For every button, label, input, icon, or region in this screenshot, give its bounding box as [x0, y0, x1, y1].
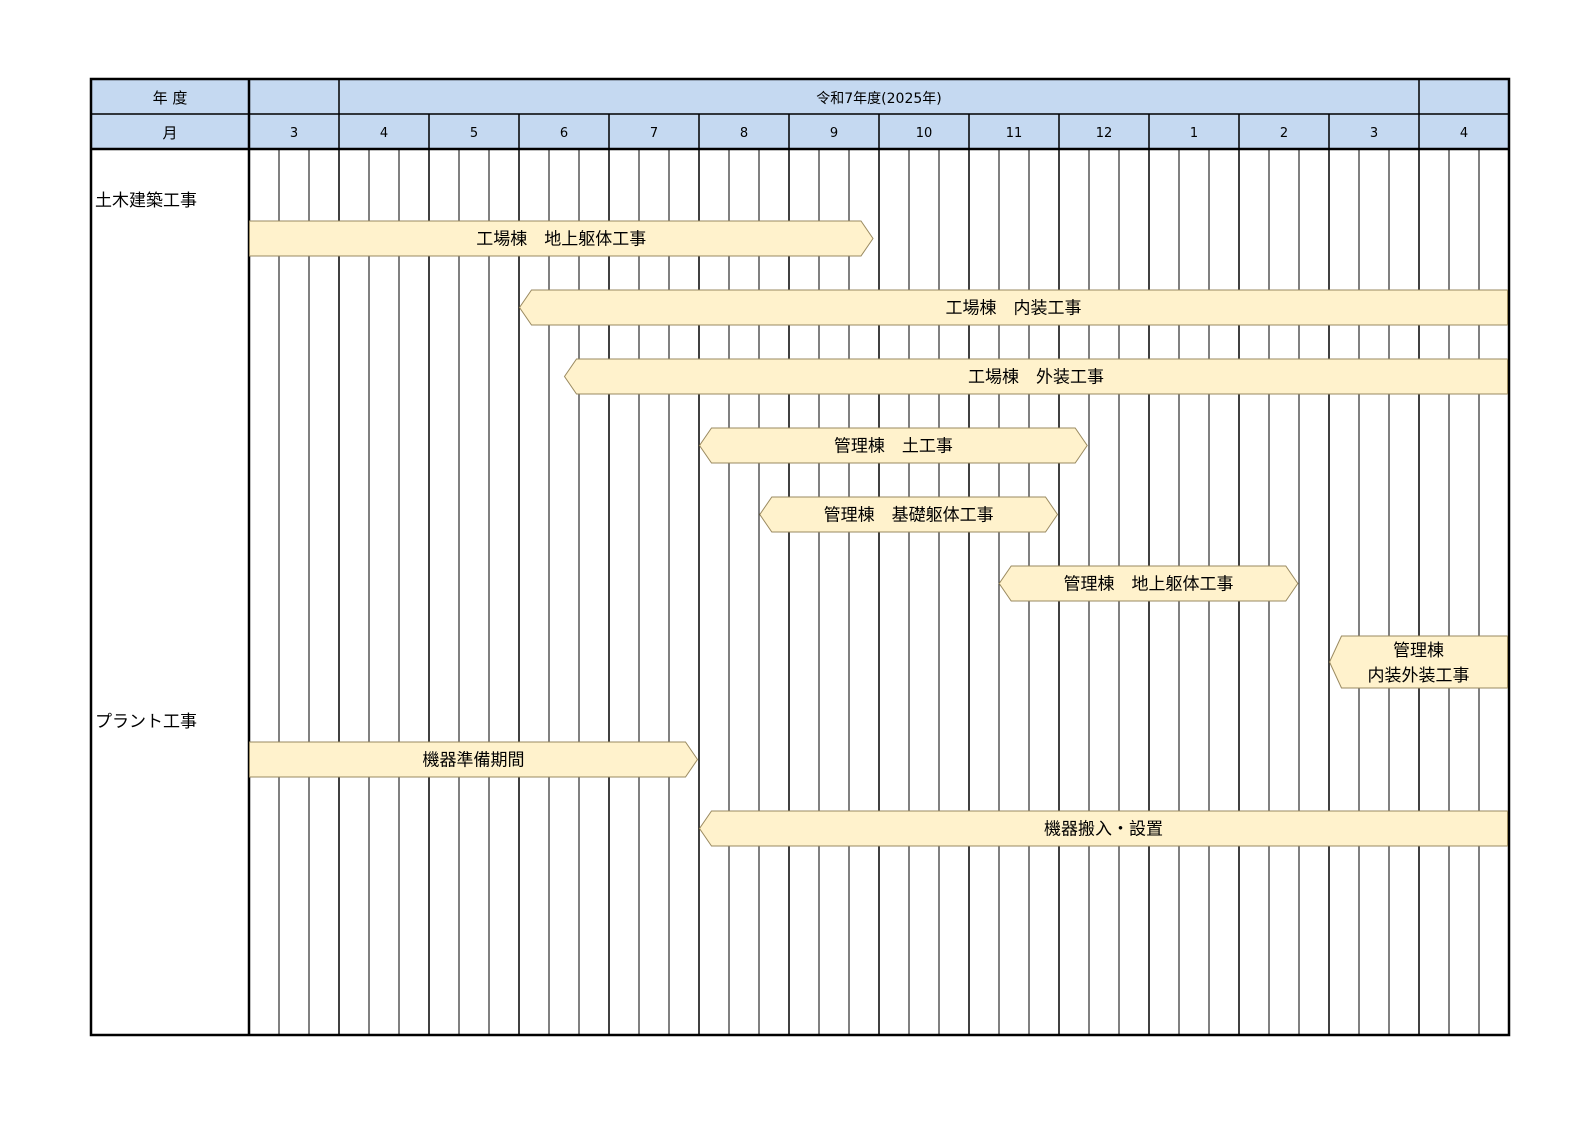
section-label: プラント工事: [95, 712, 197, 732]
task-label: 工場棟 内装工事: [946, 299, 1082, 319]
month-header-label: 月: [162, 124, 177, 142]
month-cell-label: 4: [380, 126, 388, 141]
month-cell-label: 11: [1006, 126, 1023, 141]
task-label: 管理棟 基礎躯体工事: [824, 506, 994, 526]
month-cell-label: 7: [650, 126, 658, 141]
section-label: 土木建築工事: [95, 191, 197, 211]
month-cell-label: 3: [1370, 126, 1378, 141]
task-bar: [249, 220, 874, 257]
task-bar: [998, 565, 1299, 602]
task-bar: [1328, 635, 1508, 689]
task-label: 工場棟 地上躯体工事: [476, 230, 646, 250]
table-frame: [89, 77, 1511, 1037]
task-label: 管理棟 地上躯体工事: [1064, 575, 1234, 595]
month-cell-label: 4: [1460, 126, 1468, 141]
task-bar: [698, 427, 1088, 464]
task-label: 管理棟 土工事: [834, 437, 953, 457]
month-cell-label: 5: [470, 126, 478, 141]
task-bar: [563, 358, 1508, 395]
task-bar: [759, 496, 1059, 533]
month-cell-label: 10: [916, 126, 933, 141]
task-label: 管理棟内装外装工事: [1368, 641, 1470, 686]
month-cell-label: 9: [830, 126, 838, 141]
task-bar: [518, 289, 1508, 326]
year-header-label: 年 度: [153, 89, 188, 107]
month-cell-label: 8: [740, 126, 748, 141]
fiscal-year-label: 令和7年度(2025年): [816, 91, 941, 107]
task-label: 機器搬入・設置: [1044, 820, 1163, 840]
month-cell-label: 12: [1096, 126, 1113, 141]
task-label: 機器準備期間: [423, 751, 525, 771]
task-label: 工場棟 外装工事: [968, 368, 1104, 388]
month-cell-label: 1: [1190, 126, 1198, 141]
task-bar: [698, 810, 1508, 847]
month-cell-label: 2: [1280, 126, 1288, 141]
month-cell-label: 6: [560, 126, 568, 141]
month-cell-label: 3: [290, 126, 298, 141]
task-bar: [249, 741, 699, 778]
